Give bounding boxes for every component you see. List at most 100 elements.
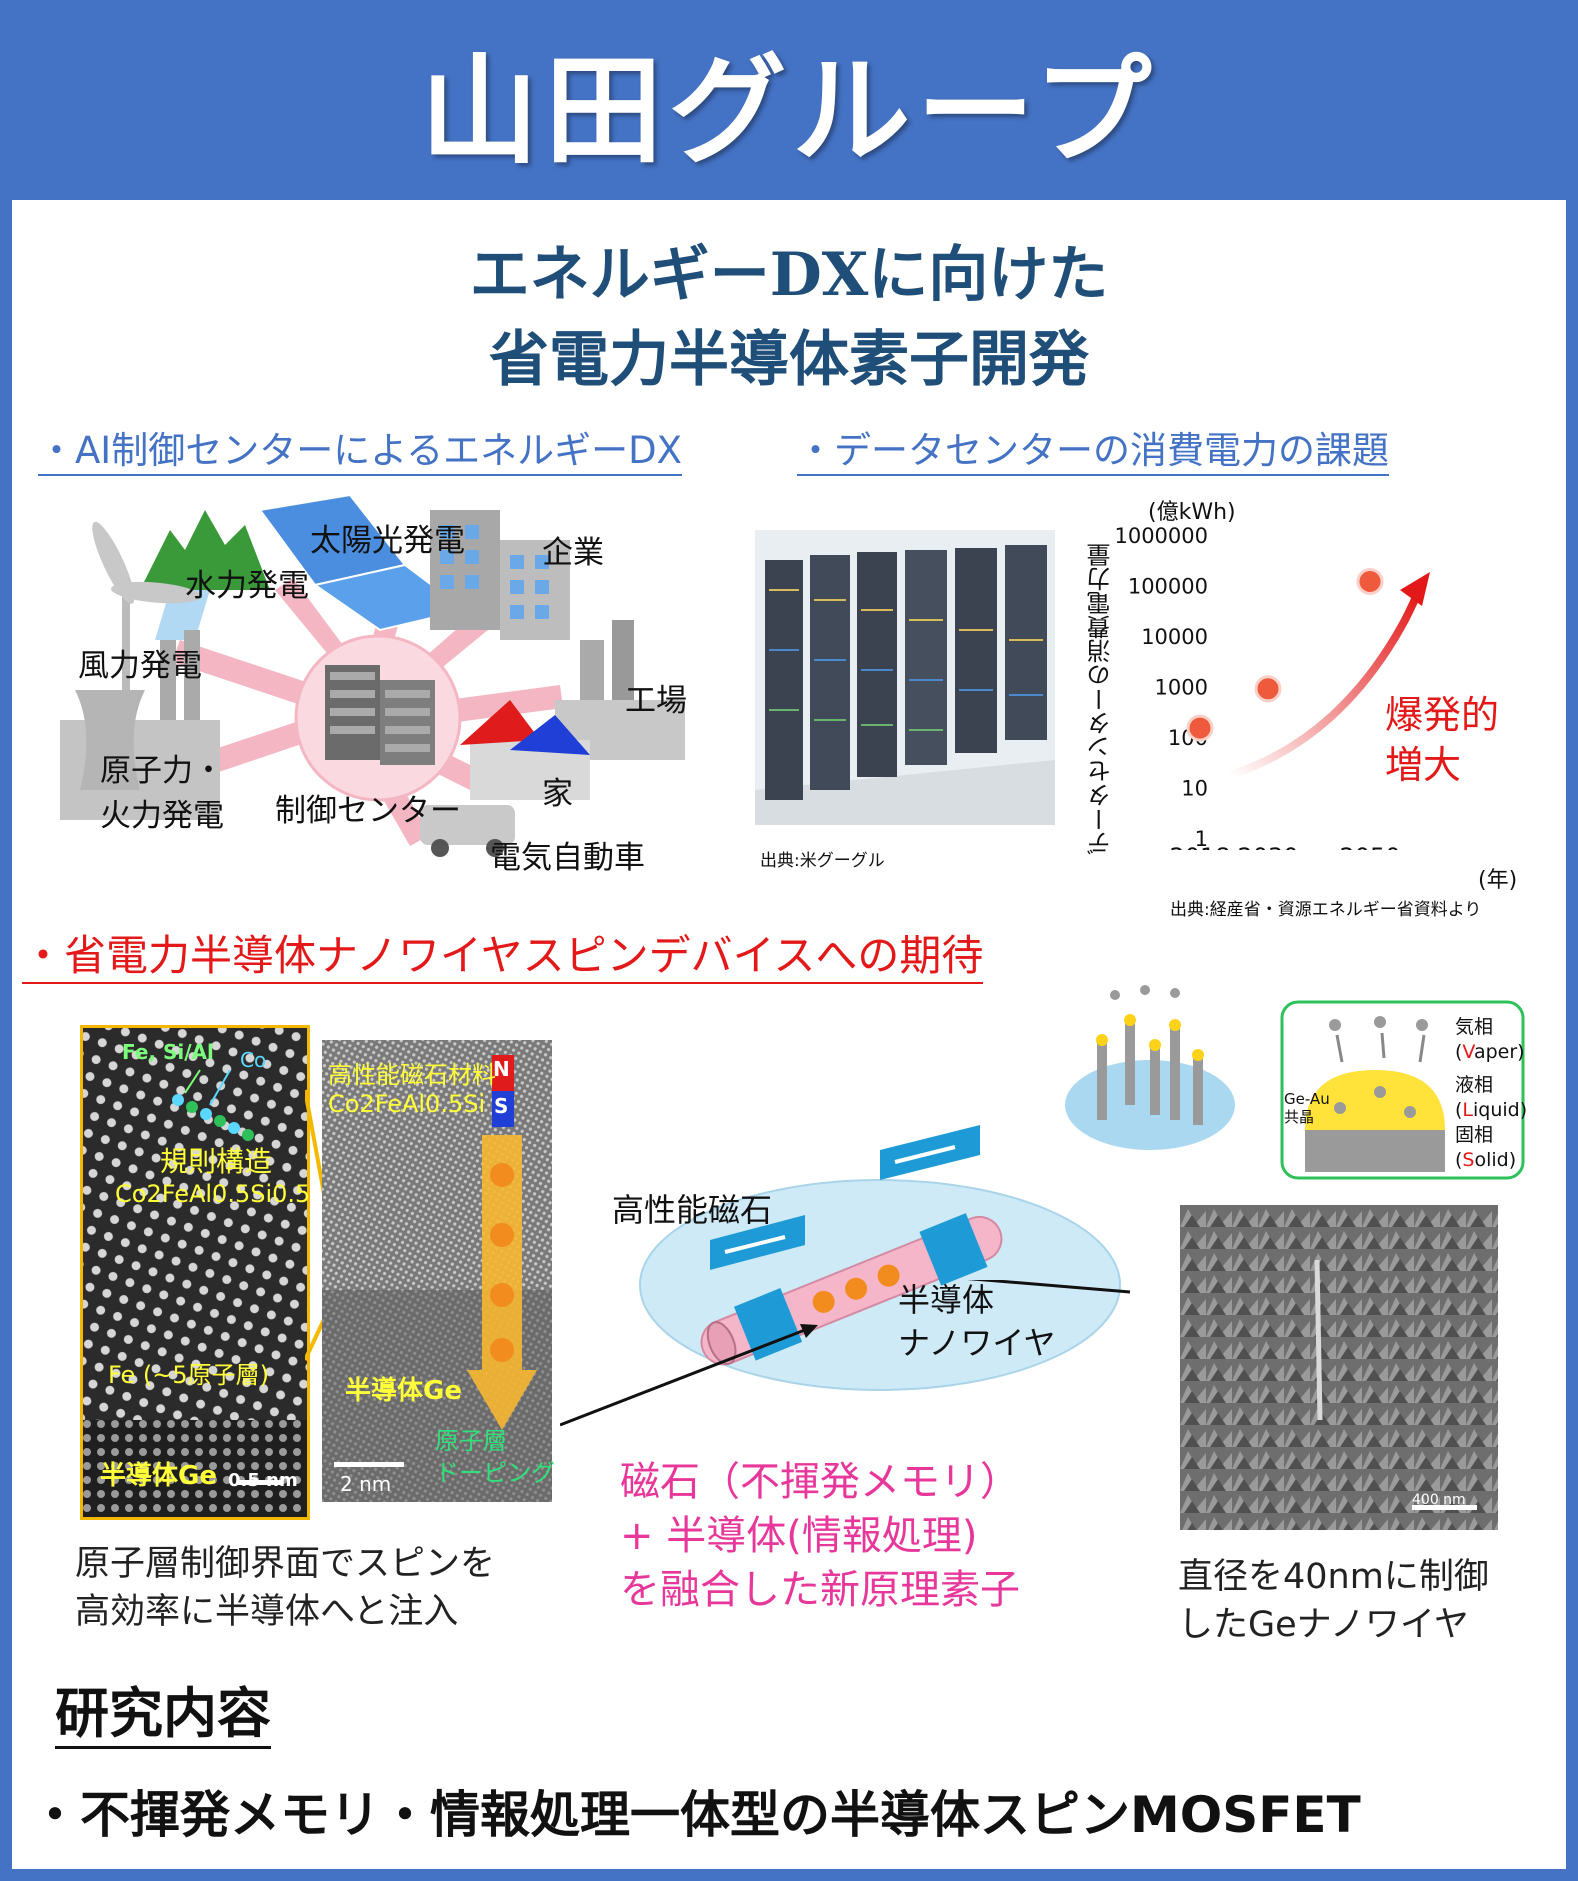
chart-y-tick-5: 10 <box>1181 777 1208 801</box>
label-control-center: 制御センター <box>275 793 461 829</box>
sem-nanowire <box>1314 1259 1323 1421</box>
chart-point-0 <box>1186 714 1214 742</box>
spin-injection-arrow <box>467 1135 537 1430</box>
scale-bar-2 <box>334 1462 404 1467</box>
chart-source: 出典:経産省・資源エネルギー省資料より <box>1170 900 1482 920</box>
section-nanowire-heading: ・省電力半導体ナノワイヤスピンデバイスへの期待 <box>22 930 984 984</box>
energy-network-illustration <box>60 493 685 857</box>
caption-right-line2: したGeナノワイヤ <box>1178 1605 1469 1645</box>
vls-phase-labels: 気相 (Vaper) 液相 (Liquid) 固相 (Solid) <box>1455 1016 1528 1171</box>
chart-annotation-line1: 爆発的 <box>1385 693 1500 737</box>
solar-panel-icon <box>258 493 468 632</box>
label-nuclear-line1: 原子力・ <box>100 753 224 789</box>
chart-x-unit: (年) <box>1478 868 1518 893</box>
vls-gas-letter: V <box>1462 1041 1474 1063</box>
co-atoms <box>172 1094 254 1141</box>
tem-elements-label: Fe, Si/Al <box>122 1040 214 1064</box>
device-magnet-label: 高性能磁石 <box>612 1191 773 1229</box>
chart-points <box>1186 568 1384 742</box>
caption-right: 直径を40nmに制御 したGeナノワイヤ <box>1178 1553 1489 1649</box>
vls-liquid-letter: L <box>1462 1099 1474 1121</box>
tem-scale-label-1: 0.5 nm <box>228 1470 298 1491</box>
label-wind: 風力発電 <box>78 648 202 684</box>
label-ev: 電気自動車 <box>490 840 645 876</box>
nanowire-growth-illustration <box>1065 985 1235 1150</box>
house-icon <box>460 700 590 800</box>
power-plant-icon <box>60 630 220 820</box>
vls-gas-label: 気相 <box>1455 1016 1494 1038</box>
tem-magnet-material-label: 高性能磁石材料 <box>328 1061 496 1089</box>
vls-eutectic-line1: Ge-Au <box>1284 1090 1330 1108</box>
sem-scale-label: 400 nm <box>1412 1492 1466 1508</box>
photo-source: 出典:米グーグル <box>760 851 885 871</box>
label-solar: 太陽光発電 <box>310 523 465 559</box>
chart-point-2 <box>1356 568 1384 596</box>
device-semi-line1: 半導体 <box>898 1281 995 1319</box>
wind-turbine-icon <box>92 521 201 700</box>
section-datacenter-heading: ・データセンターの消費電力の課題 <box>797 428 1389 476</box>
tem-doping-label: 原子層 ドーピング <box>435 1425 555 1489</box>
spin-electrons <box>490 1163 514 1362</box>
caption-mid-line2: + 半導体(情報処理) <box>620 1513 978 1559</box>
caption-left-line2: 高効率に半導体へと注入 <box>75 1592 459 1632</box>
main-title-line1: エネルギーDXに向けた <box>469 240 1109 310</box>
chart-y-tick-3: 1000 <box>1155 676 1208 700</box>
magnet-n-label: N <box>493 1057 510 1081</box>
chart-y-tick-6: 1 <box>1195 827 1208 850</box>
tem-ge-label-1: 半導体Ge <box>100 1461 217 1491</box>
chart-y-tick-2: 10000 <box>1141 625 1208 649</box>
label-company: 企業 <box>542 535 604 571</box>
ev-car-icon <box>420 805 515 857</box>
chart-annotation: 爆発的 増大 <box>1385 690 1499 790</box>
chart-y-tick-0: 1000000 <box>1114 524 1208 548</box>
control-center-servers <box>325 665 435 765</box>
sem-nanowire-image <box>1180 1205 1498 1530</box>
caption-left: 原子層制御界面でスピンを 高効率に半導体へと注入 <box>75 1540 495 1636</box>
label-home: 家 <box>542 776 573 812</box>
caption-mid-line1: 磁石（不揮発メモリ） <box>620 1459 1020 1505</box>
trend-arrow-head <box>1400 572 1430 606</box>
magnet-s-pole <box>492 1091 514 1127</box>
mountain-icon <box>140 510 270 590</box>
magnet-pad-left <box>710 1215 805 1270</box>
chart-y-unit: (億kWh) <box>1148 500 1236 525</box>
scale-bar-1 <box>238 1480 283 1485</box>
caption-mid: 磁石（不揮発メモリ） + 半導体(情報処理) を融合した新原理素子 <box>620 1455 1020 1617</box>
caption-mid-line3: を融合した新原理素子 <box>620 1567 1020 1613</box>
tem-doping-line1: 原子層 <box>435 1427 507 1455</box>
vls-solid-letter: S <box>1462 1149 1475 1171</box>
tem-doping-line2: ドーピング <box>435 1459 555 1487</box>
tem-ordered-label: 規則構造 <box>160 1145 273 1178</box>
trend-arrow <box>1228 590 1422 779</box>
company-building-icon <box>430 510 570 640</box>
datacenter-photo <box>755 530 1055 825</box>
label-hydro: 水力発電 <box>185 568 309 604</box>
co-arrow <box>209 1069 231 1106</box>
label-nuclear-line2: 火力発電 <box>100 798 224 834</box>
research-heading: 研究内容 <box>55 1682 271 1749</box>
research-item: ・不揮発メモリ・情報処理一体型の半導体スピンMOSFET <box>30 1786 1361 1844</box>
factory-icon <box>555 620 685 760</box>
tem-ge-label-2: 半導体Ge <box>345 1376 462 1406</box>
tem-fe-layer-label: Fe (~5原子層) <box>108 1361 269 1389</box>
caption-right-line1: 直径を40nmに制御 <box>1178 1557 1489 1597</box>
chart-y-tick-1: 100000 <box>1128 575 1208 599</box>
chart-point-1 <box>1254 675 1282 703</box>
group-title: 山田グループ <box>420 41 1158 180</box>
magnet-pad-right <box>880 1125 980 1180</box>
tem-co-label: Co <box>240 1048 267 1072</box>
section-energy-dx-heading: ・AI制御センターによるエネルギーDX <box>38 428 682 476</box>
magnet-n-pole <box>492 1055 514 1091</box>
chart-x-ticks: 201820302050 <box>1169 843 1400 850</box>
tem-formula-label: Co2FeAl0.5Si0.5 <box>115 1180 311 1208</box>
vls-liquid-label: 液相 <box>1455 1074 1494 1096</box>
caption-left-line1: 原子層制御界面でスピンを <box>75 1544 496 1584</box>
main-title-line2: 省電力半導体素子開発 <box>489 325 1089 395</box>
vls-solid-label: 固相 <box>1455 1124 1494 1146</box>
chart-annotation-line2: 増大 <box>1385 743 1462 787</box>
tem-image-wide <box>322 1040 552 1502</box>
chart-x-tick-1: 2030 <box>1237 843 1298 850</box>
